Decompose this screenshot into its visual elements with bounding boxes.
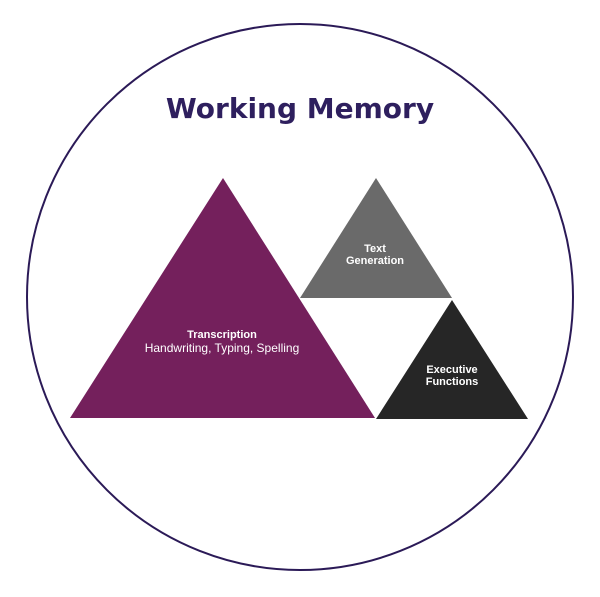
text-generation-label-line1: Text: [364, 243, 386, 255]
executive-functions-triangle: [376, 300, 528, 419]
working-memory-circle: [26, 23, 574, 571]
text-generation-label-line2: Generation: [346, 255, 404, 267]
text-generation-triangle: [300, 178, 452, 298]
diagram-title: Working Memory: [166, 92, 434, 125]
executive-functions-label-line1: Executive: [426, 364, 477, 376]
transcription-heading: Transcription: [187, 329, 257, 341]
transcription-triangle: [70, 178, 375, 418]
transcription-subheading: Handwriting, Typing, Spelling: [145, 341, 300, 355]
executive-functions-label-line2: Functions: [426, 376, 479, 388]
